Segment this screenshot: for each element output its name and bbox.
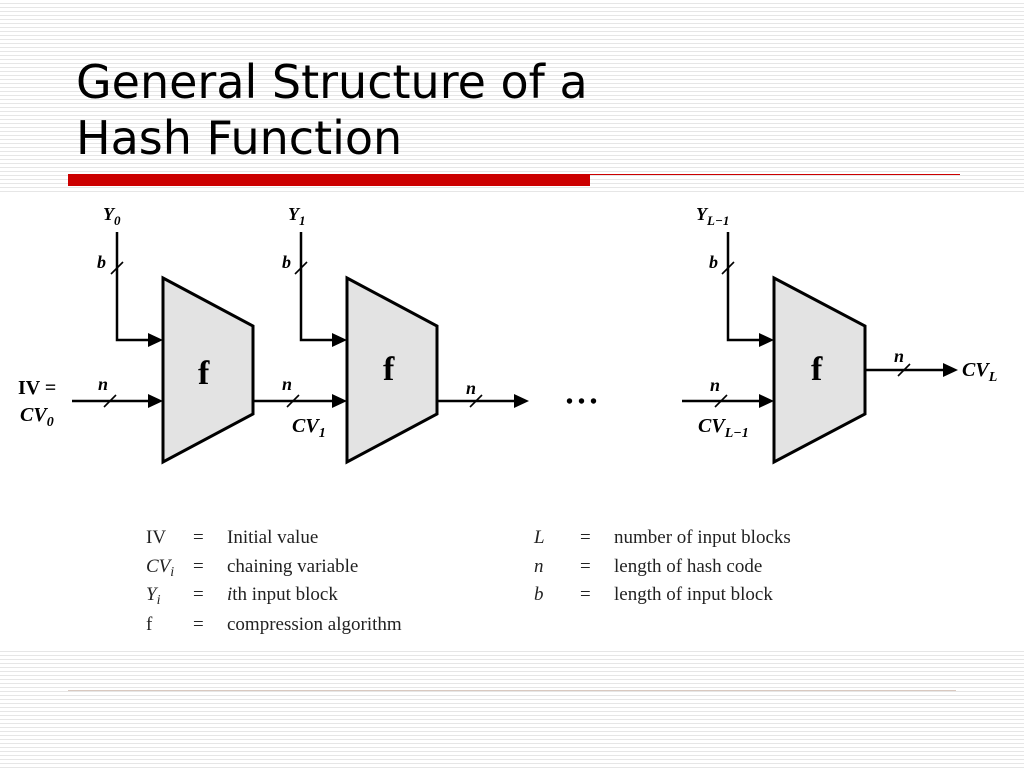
- svg-text:=: =: [580, 584, 591, 605]
- yl1-label: YL−1: [696, 204, 729, 228]
- output-cvl: n CVL: [865, 346, 997, 385]
- svg-text:CVi: CVi: [146, 556, 174, 580]
- svg-text:length of input block: length of input block: [614, 584, 773, 605]
- compression-block-2: f: [345, 275, 439, 465]
- diagram-panel: f Y0 b IV = CV0 n n CV1 f: [0, 192, 1024, 648]
- block-1-label: f: [198, 355, 210, 392]
- svg-text:ith input block: ith input block: [227, 584, 338, 605]
- svg-text:b: b: [534, 584, 544, 605]
- svg-text:n: n: [534, 556, 544, 577]
- legend-row-cvi: CVi = chaining variable: [146, 556, 358, 580]
- ellipsis-label: • • •: [566, 391, 597, 413]
- legend-right: L = number of input blocks n = length of…: [533, 527, 791, 605]
- title-underline-thick: [68, 174, 590, 186]
- svg-text:f: f: [146, 614, 153, 635]
- cvl1-width-label: n: [710, 375, 720, 395]
- legend-row-l: L = number of input blocks: [533, 527, 791, 548]
- cvl-width-label: n: [894, 346, 904, 366]
- y0-label: Y0: [103, 204, 121, 228]
- legend-row-n: n = length of hash code: [534, 556, 762, 577]
- footer-rule: [68, 690, 956, 691]
- cv1-width-label: n: [282, 374, 292, 394]
- svg-text:=: =: [580, 556, 591, 577]
- title-line-2: Hash Function: [76, 111, 403, 165]
- svg-text:L: L: [533, 527, 545, 548]
- input-iv: IV = CV0 n: [18, 374, 163, 430]
- y1-width-label: b: [282, 252, 291, 272]
- svg-text:length of hash code: length of hash code: [614, 556, 762, 577]
- title-underline-thin: [590, 174, 960, 175]
- svg-text:=: =: [193, 527, 204, 548]
- legend-row-iv: IV = Initial value: [146, 527, 318, 548]
- svg-text:=: =: [193, 556, 204, 577]
- input-y0: Y0 b: [97, 204, 163, 347]
- title-underline: [68, 174, 960, 186]
- hash-function-diagram: f Y0 b IV = CV0 n n CV1 f: [18, 204, 997, 635]
- svg-text:compression algorithm: compression algorithm: [227, 614, 402, 635]
- cv0-label: CV0: [20, 404, 54, 430]
- chain-out-2: n: [437, 378, 529, 408]
- out2-width-label: n: [466, 378, 476, 398]
- yl1-width-label: b: [709, 252, 718, 272]
- svg-text:Yi: Yi: [146, 584, 161, 608]
- y0-width-label: b: [97, 252, 106, 272]
- cvl-label: CVL: [962, 359, 997, 385]
- iv-label: IV =: [18, 377, 56, 399]
- svg-text:=: =: [193, 614, 204, 635]
- svg-text:chaining variable: chaining variable: [227, 556, 358, 577]
- svg-text:Initial value: Initial value: [227, 527, 318, 548]
- legend-row-f: f = compression algorithm: [146, 614, 402, 635]
- svg-text:IV: IV: [146, 527, 166, 548]
- ellipsis: • • •: [566, 391, 597, 413]
- input-yl1: YL−1 b: [696, 204, 774, 347]
- title-line-1: General Structure of a: [76, 55, 588, 109]
- iv-width-label: n: [98, 374, 108, 394]
- legend-row-b: b = length of input block: [534, 584, 773, 605]
- y1-label: Y1: [288, 204, 306, 228]
- legend-row-yi: Yi = ith input block: [146, 584, 338, 608]
- cvl1-label: CVL−1: [698, 415, 749, 441]
- svg-text:=: =: [580, 527, 591, 548]
- svg-text:number of input blocks: number of input blocks: [614, 527, 791, 548]
- cv1-label: CV1: [292, 415, 326, 441]
- legend-left: IV = Initial value CVi = chaining variab…: [146, 527, 402, 635]
- block-2-label: f: [383, 351, 395, 388]
- input-cvl1: n CVL−1: [682, 375, 774, 441]
- slide-title: General Structure of a Hash Function: [76, 54, 588, 166]
- compression-block-last: f: [772, 275, 867, 465]
- chain-cv1: n CV1: [253, 374, 347, 441]
- input-y1: Y1 b: [282, 204, 347, 347]
- legend: IV = Initial value CVi = chaining variab…: [146, 527, 791, 635]
- block-last-label: f: [811, 351, 823, 388]
- compression-block-1: f: [161, 275, 255, 465]
- svg-text:=: =: [193, 584, 204, 605]
